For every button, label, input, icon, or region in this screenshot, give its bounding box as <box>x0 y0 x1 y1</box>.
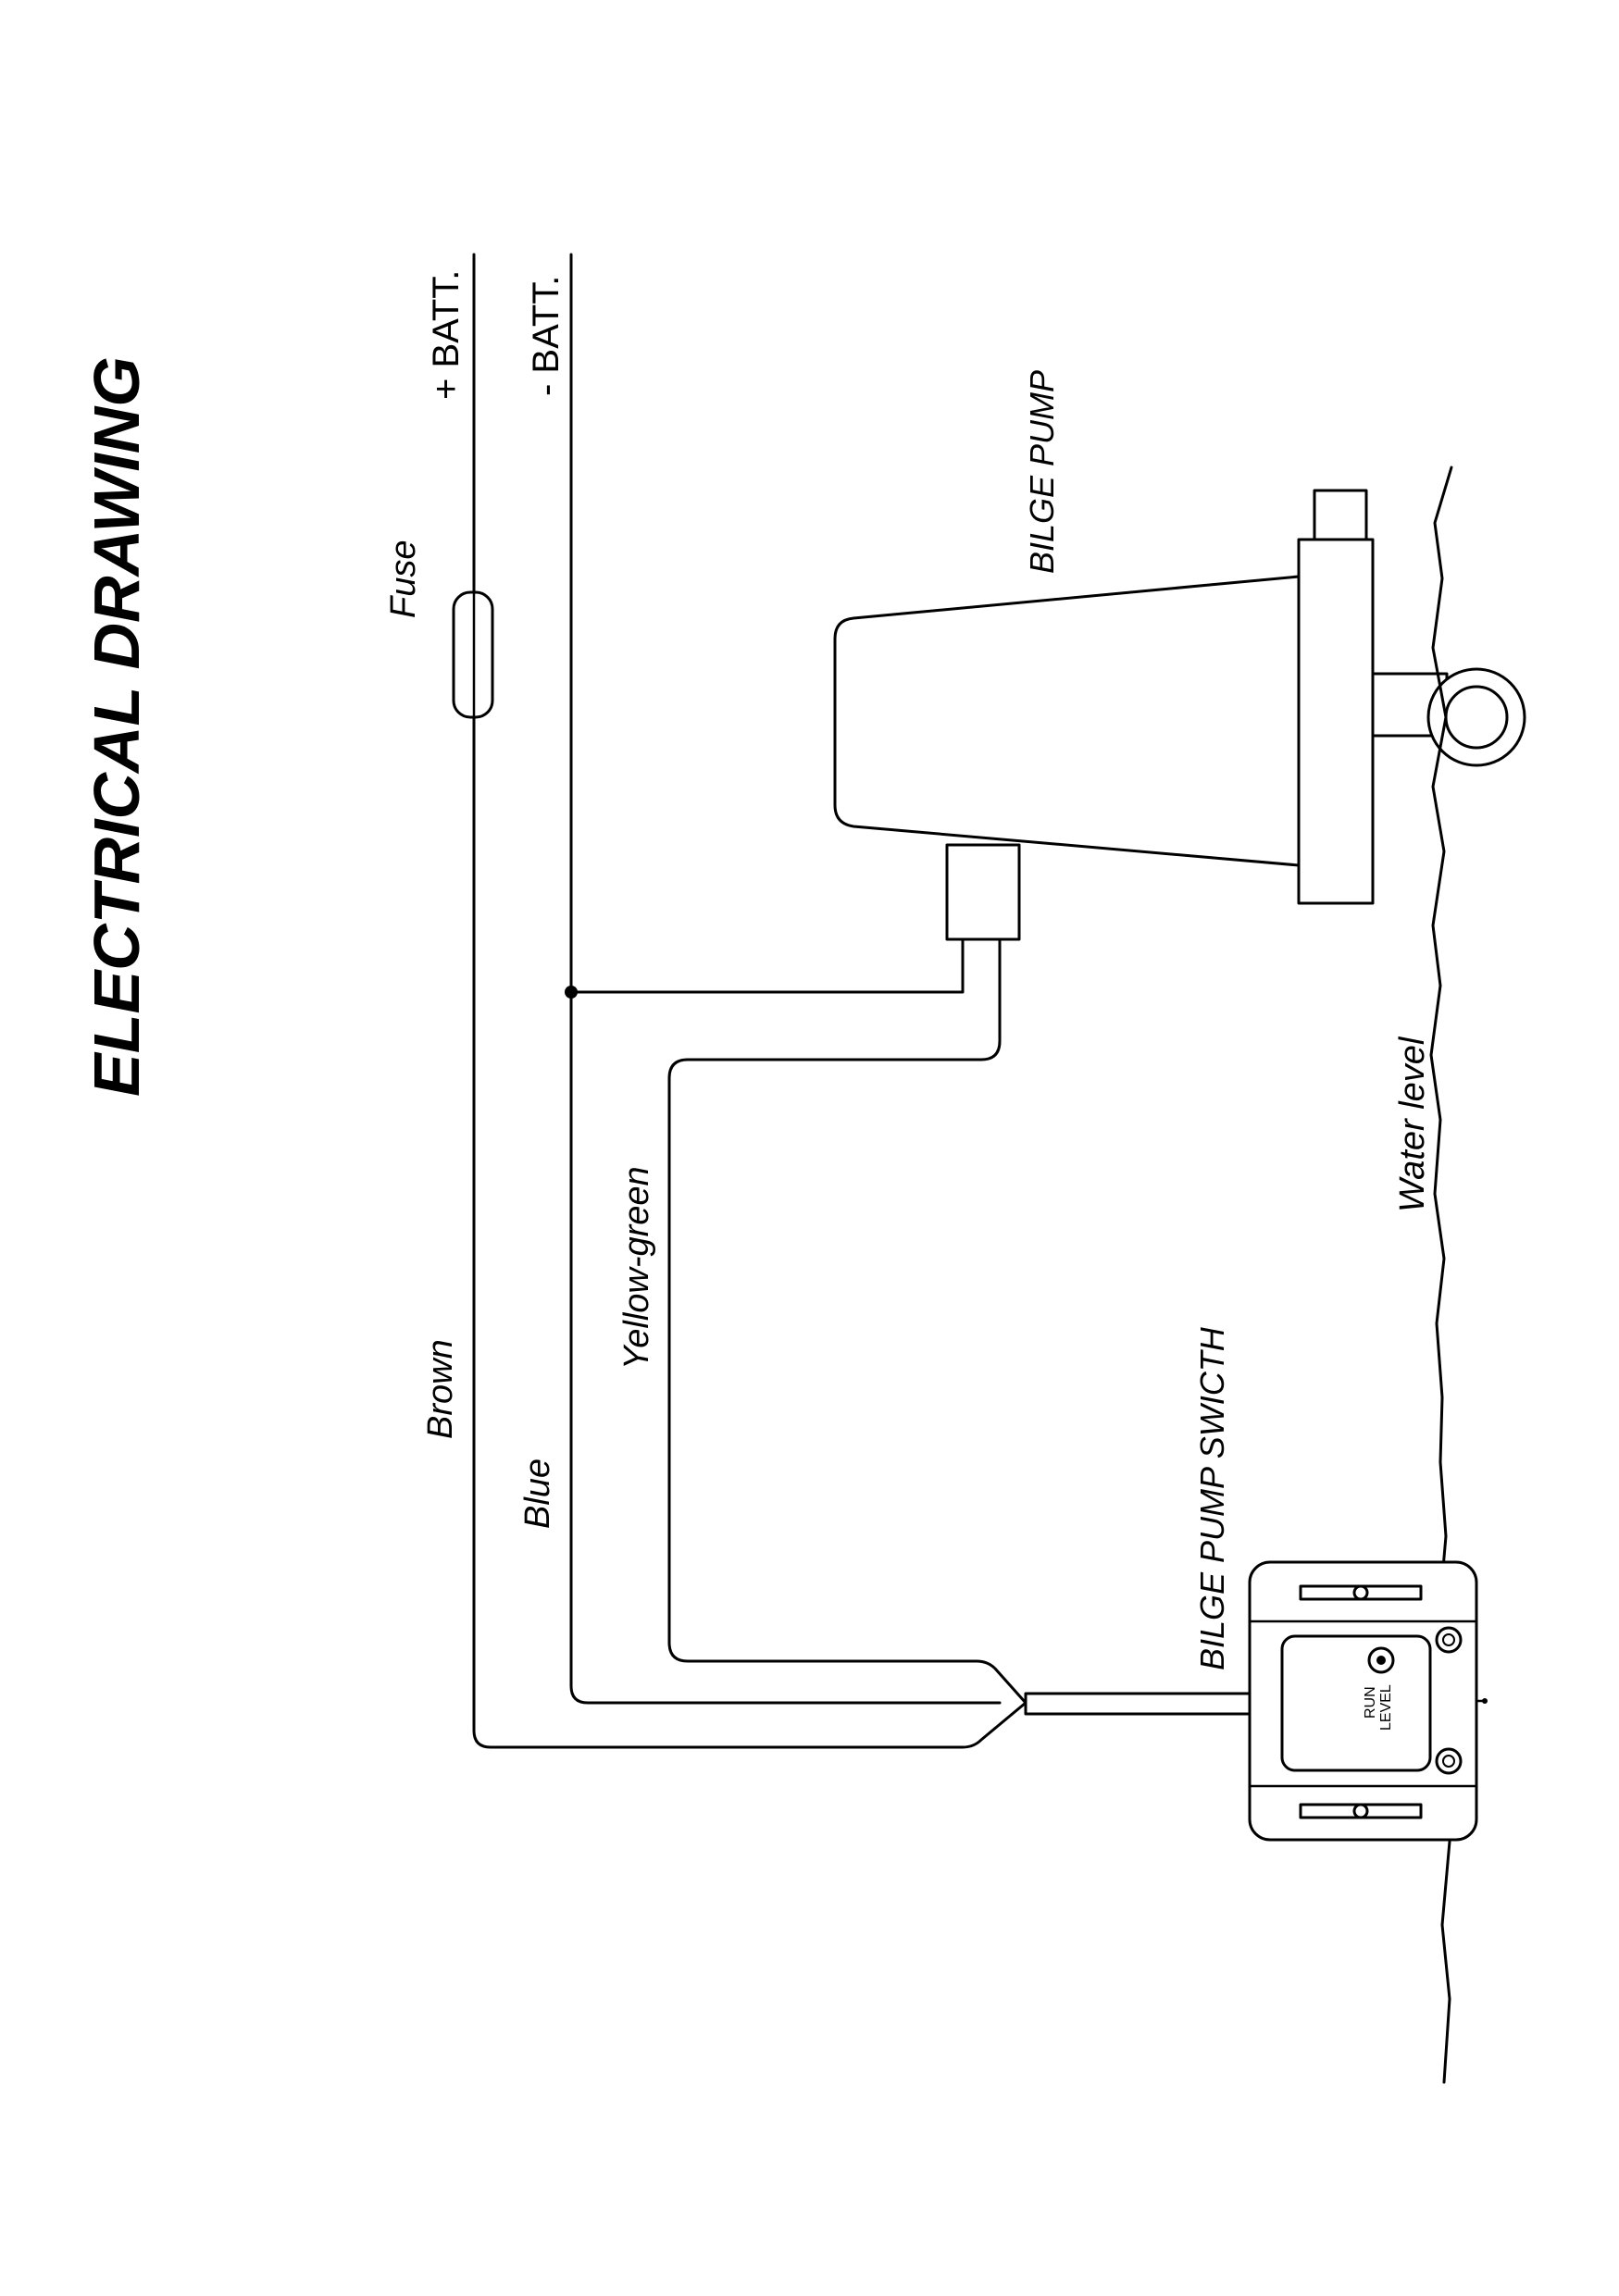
positive-battery-wire <box>472 253 1027 1749</box>
bilge-pump-switch-label: BILGE PUMP SWICTH <box>1193 1326 1231 1670</box>
switch-level-label: LEVEL <box>1378 1684 1394 1731</box>
negative-battery-wire <box>569 253 1002 1705</box>
minus-batt-label: - BATT. <box>526 276 567 396</box>
fuse-label: Fuse <box>384 540 423 618</box>
pump-negative-wire <box>569 937 965 994</box>
plus-batt-label: + BATT. <box>426 270 467 400</box>
bilge-pump-label: BILGE PUMP <box>1023 370 1061 574</box>
yellow-green-wire <box>667 937 1027 1705</box>
yellow-green-wire-label: Yellow-green <box>617 1166 656 1370</box>
blue-wire-label: Blue <box>518 1458 557 1529</box>
switch-run-label: RUN <box>1363 1686 1378 1719</box>
drawing-title: ELECTRICAL DRAWING <box>81 356 153 1097</box>
bilge-pump <box>833 489 1526 941</box>
water-level-label: Water level <box>1393 1036 1432 1212</box>
switch-cable <box>1024 1692 1254 1716</box>
bilge-pump-switch <box>1248 1560 1488 1842</box>
brown-wire-label: Brown <box>421 1339 460 1439</box>
